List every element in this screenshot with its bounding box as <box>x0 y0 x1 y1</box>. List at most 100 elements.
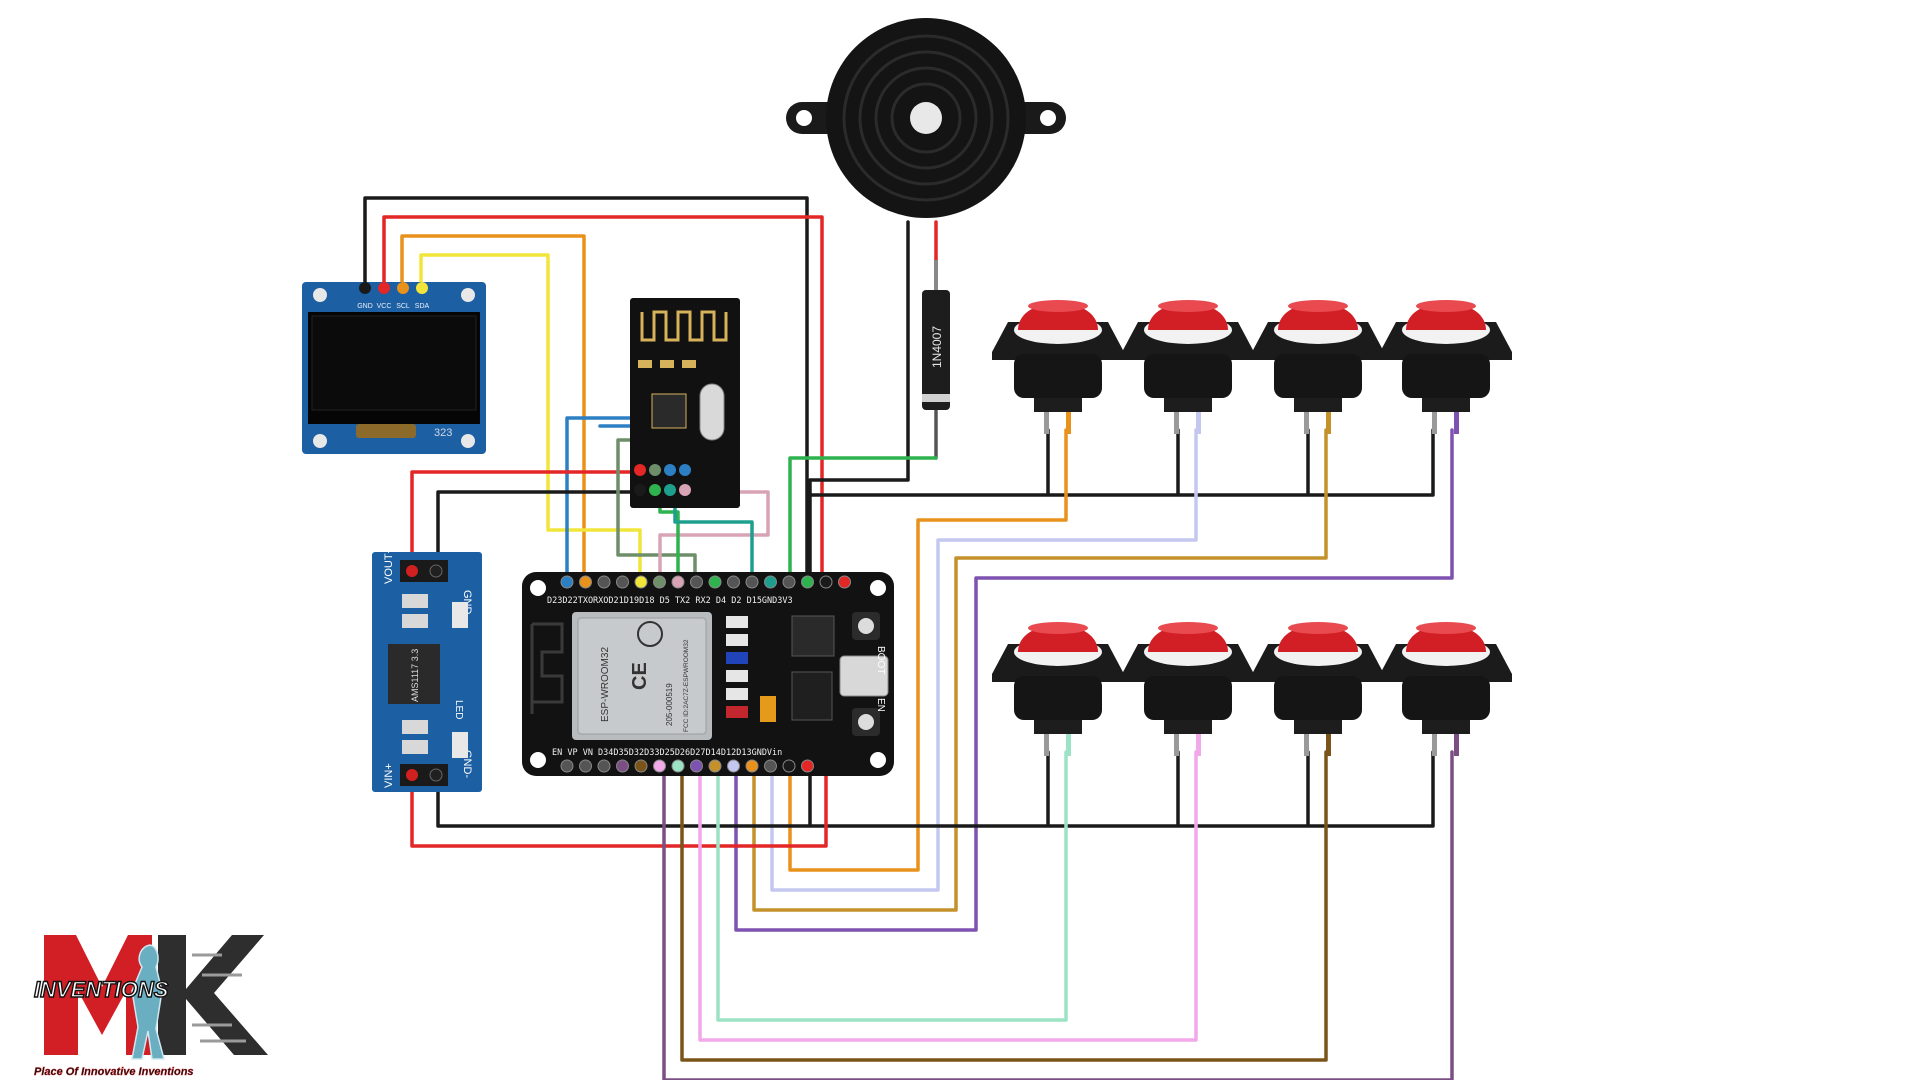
button-stem <box>1034 398 1082 412</box>
nrf-pin <box>634 484 646 496</box>
arcade-button[interactable] <box>1380 622 1512 756</box>
arcade-button[interactable] <box>992 622 1124 756</box>
buzzer-ring <box>858 50 994 186</box>
button-cap-highlight <box>1416 622 1476 634</box>
en-button-cap[interactable] <box>858 714 874 730</box>
nrf-pin <box>679 464 691 476</box>
button-lead <box>1454 412 1459 434</box>
regulator-led <box>452 732 468 758</box>
oled-silk: 323 <box>434 427 452 439</box>
esp32-bottom-pin <box>634 759 648 773</box>
button-cap-highlight <box>1158 300 1218 312</box>
button-base <box>1014 676 1102 720</box>
wire-nrf-miso <box>616 438 697 584</box>
arcade-button[interactable] <box>1380 300 1512 434</box>
esp32-bottom-pin <box>708 759 722 773</box>
voltage-regulator: VOUT+ GND- VIN+ GND- AMS1117 3.3 LED <box>372 547 482 792</box>
arcade-button[interactable] <box>1252 300 1384 434</box>
wire-nrf-vcc <box>410 470 642 572</box>
button-lead <box>1304 412 1309 434</box>
oled-pin <box>397 282 409 294</box>
esp32-top-pin <box>782 575 796 589</box>
oled-pin <box>378 282 390 294</box>
buzzer-mount-hole <box>1040 110 1056 126</box>
button-base <box>1014 354 1102 398</box>
buttons-bottom-row <box>992 622 1512 756</box>
oled-hole <box>313 434 327 448</box>
button-lead <box>1044 734 1049 756</box>
boot-button-cap[interactable] <box>858 618 874 634</box>
esp32-top-pin <box>764 575 777 589</box>
board-hole <box>870 752 886 768</box>
buzzer-mount-hole <box>796 110 812 126</box>
arcade-button[interactable] <box>1122 622 1254 756</box>
button-base <box>1274 354 1362 398</box>
button-stem <box>1294 398 1342 412</box>
logo-figure-icon <box>131 944 165 1060</box>
button-cap-highlight <box>1416 300 1476 312</box>
label-vin: VIN+ <box>383 763 395 788</box>
wire-oled-sda <box>419 253 642 584</box>
button-base <box>1402 676 1490 720</box>
wire-btn3-top <box>752 428 1328 912</box>
esp32-bottom-pin <box>579 759 592 773</box>
wire-btn4-top <box>734 428 1454 932</box>
esp32-bottom-pin <box>616 759 629 773</box>
buttons-top-row <box>992 300 1512 434</box>
wire-btn1-top <box>788 428 1068 872</box>
esp32-bottom-pin <box>801 759 814 773</box>
board-hole <box>870 580 886 596</box>
esp32-top-pin <box>597 575 611 589</box>
antenna-trace <box>640 310 728 342</box>
nrf-pin <box>664 464 676 476</box>
button-lead <box>1044 412 1049 434</box>
nrf-pin <box>634 464 646 476</box>
esp32-module-shield <box>577 617 707 735</box>
arcade-button[interactable] <box>1252 622 1384 756</box>
esp32-top-pin <box>801 575 814 589</box>
logo-tagline: Place Of Innovative Inventions <box>34 1066 194 1078</box>
nrf-pin <box>679 484 691 496</box>
pin-gnd-top <box>429 564 443 578</box>
esp32-bottom-pin <box>727 759 740 773</box>
diode-lead <box>934 260 938 290</box>
en-label: EN <box>875 698 886 712</box>
espressif-logo-icon <box>637 621 663 647</box>
arcade-button[interactable] <box>1122 300 1254 434</box>
wire-btn3-bottom <box>680 750 1328 1062</box>
esp32-module-name: ESP-WROOM32 <box>600 647 611 722</box>
nrf24-module <box>630 298 740 508</box>
esp32-smd <box>726 616 748 628</box>
arcade-button[interactable] <box>992 300 1124 434</box>
wire-top-button-gnd <box>806 428 1435 497</box>
oled-pin <box>359 282 371 294</box>
button-stem <box>1422 398 1470 412</box>
button-stem <box>1422 720 1470 734</box>
diode-1n4007: 1N4007 <box>922 260 950 410</box>
esp32-top-pin <box>671 575 685 589</box>
nrf-pad <box>682 360 696 368</box>
oled-pin-label: GND <box>357 303 373 310</box>
wire-oled-vcc <box>382 215 824 584</box>
button-stem <box>1164 398 1212 412</box>
diode-band <box>922 394 950 402</box>
esp32-bottom-pin <box>782 759 796 773</box>
esp32-top-pin <box>727 575 740 589</box>
esp32-top-pin <box>634 575 648 589</box>
nrf-pin <box>664 484 676 496</box>
button-base <box>1274 676 1362 720</box>
oled-pin-label: SCL <box>396 303 410 310</box>
nrf-pin <box>649 464 661 476</box>
oled-pin-label: SDA <box>415 303 430 310</box>
oled-hole <box>313 288 327 302</box>
wire-btn1-bottom <box>716 750 1068 1022</box>
esp32-top-pin <box>560 575 574 589</box>
button-lead <box>1326 734 1331 756</box>
label-vout: VOUT+ <box>383 547 395 584</box>
oled-hole <box>461 288 475 302</box>
esp32-top-pin-labels: D23D22TXORXOD21D19D18 D5 TX2 RX2 D4 D2 D… <box>547 596 793 606</box>
regulator-cap <box>402 614 428 628</box>
button-lead <box>1174 412 1179 434</box>
esp32-bottom-pin <box>745 759 759 773</box>
